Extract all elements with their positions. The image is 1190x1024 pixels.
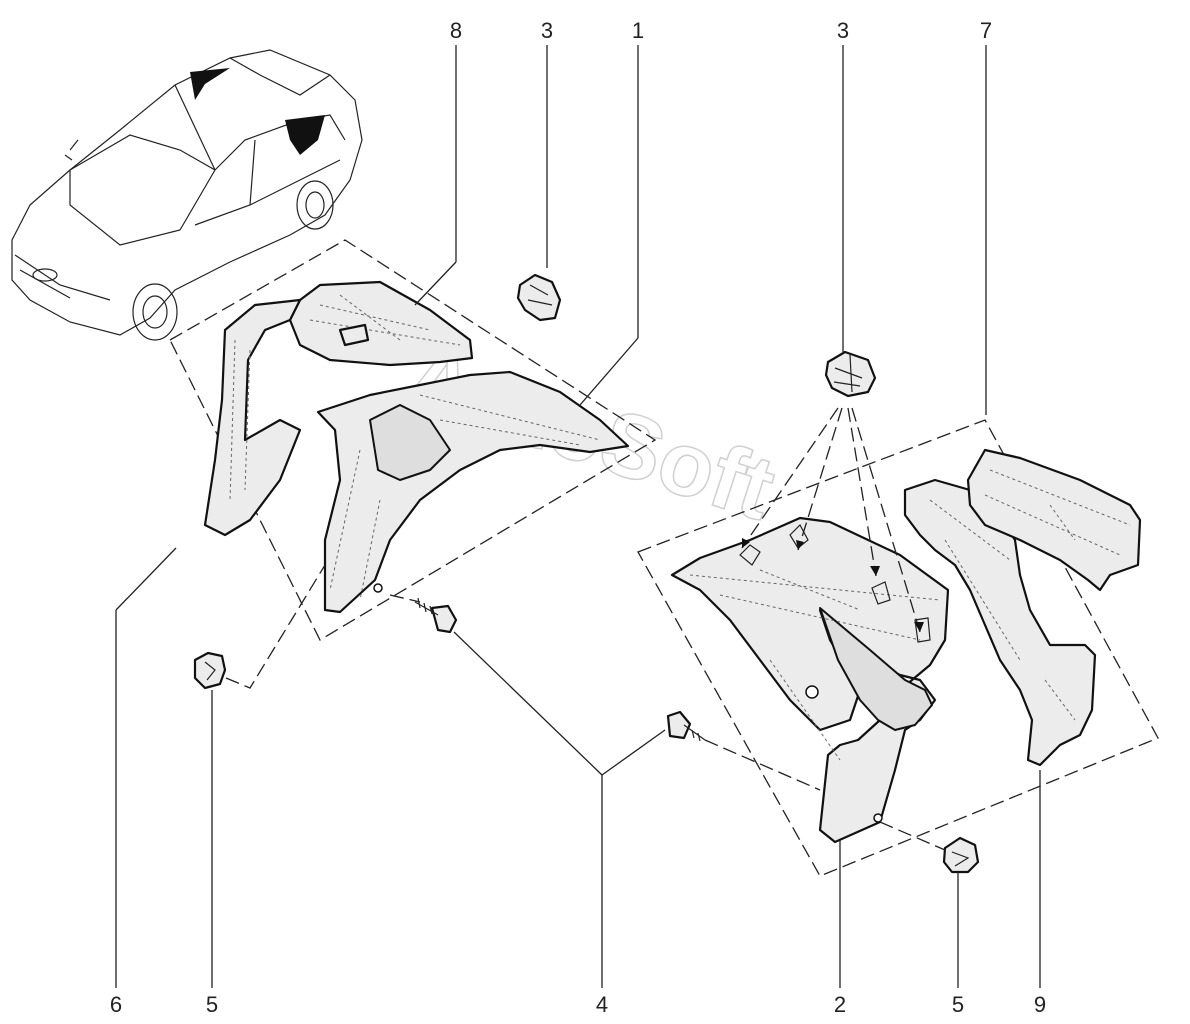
- callout-3-left: 3: [541, 18, 553, 43]
- callout-labels: 8 3 1 3 7 6 5 4 2 5 9: [110, 18, 1046, 1017]
- part-2-lower-trim: [670, 516, 950, 844]
- callout-5-right: 5: [952, 992, 964, 1017]
- right-assembly-boundary: [637, 419, 1159, 877]
- callout-9: 9: [1034, 992, 1046, 1017]
- callout-7: 7: [980, 18, 992, 43]
- screw-4-left: [414, 597, 458, 634]
- part-6-pillar-trim: [203, 298, 302, 537]
- callout-6: 6: [110, 992, 122, 1017]
- leader-lines: [115, 45, 1041, 988]
- car-thumbnail: [11, 49, 363, 341]
- callout-5-left: 5: [206, 992, 218, 1017]
- clip-nut-5-right: [942, 836, 980, 874]
- clip-nut-5-left: [193, 651, 227, 690]
- left-assembly-boundary: [169, 239, 657, 641]
- callout-4: 4: [596, 992, 608, 1017]
- part-7-rear-panel: [966, 448, 1142, 592]
- clip-arrows: [741, 407, 924, 633]
- part-9-wheel-arch-trim: [903, 478, 1097, 767]
- clip-fastener-3-right: [824, 350, 877, 398]
- screw-4-right: [666, 710, 706, 742]
- clip-fastener-3-left: [516, 273, 562, 322]
- callout-1: 1: [632, 18, 644, 43]
- callout-3-right: 3: [837, 18, 849, 43]
- part-8-upper-trim: [288, 280, 474, 367]
- callout-8: 8: [450, 18, 462, 43]
- callout-2: 2: [834, 992, 846, 1017]
- part-1-quarter-trim: [316, 370, 630, 614]
